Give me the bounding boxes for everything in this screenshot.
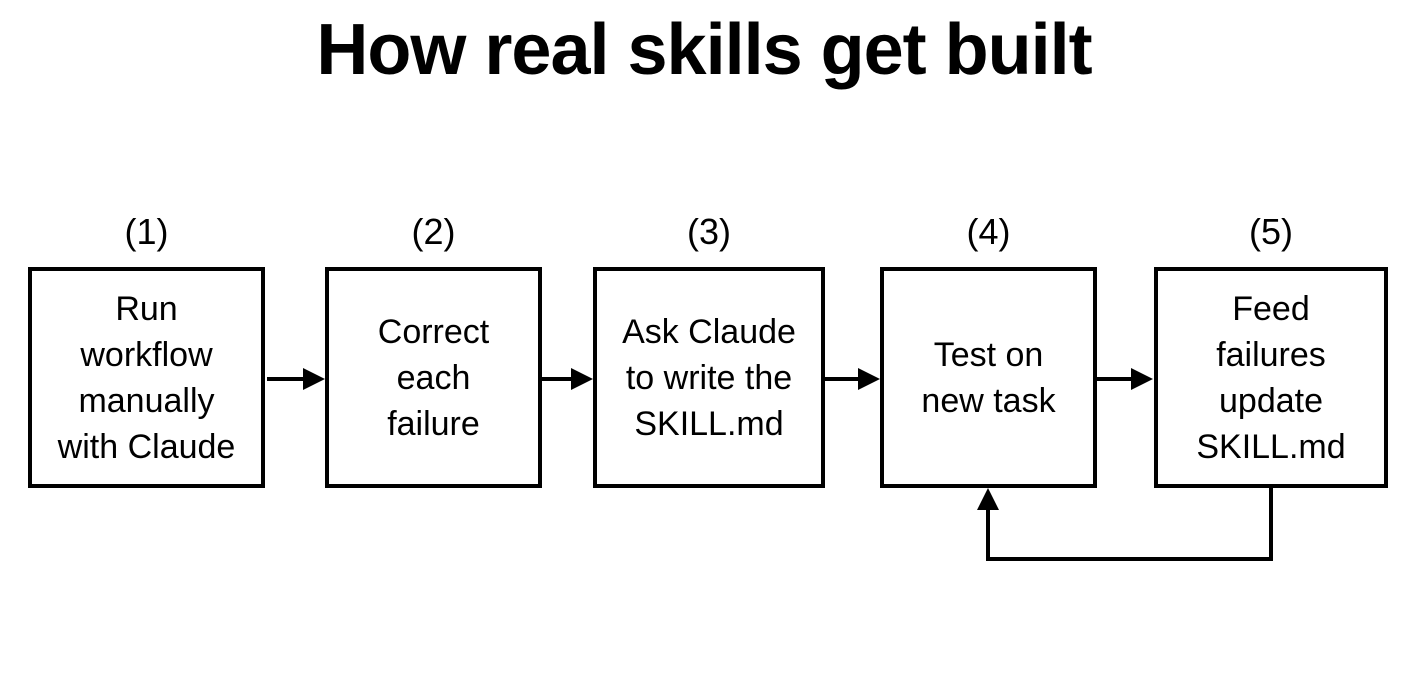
arrow-step1-step2-icon [267, 368, 325, 390]
arrow-step4-step5-icon [1097, 368, 1153, 390]
flow-box-label: Correct each failure [377, 312, 490, 443]
flow-box-correct-failure: Correct each failure [325, 267, 542, 488]
diagram-title: How real skills get built [316, 10, 1092, 90]
flow-box-run-workflow: Run workflow manually with Claude [28, 267, 265, 488]
flow-box-feed-failures: Feed failures update SKILL.md [1154, 267, 1388, 488]
step-number-2: (2) [411, 211, 456, 252]
flow-box-test-new-task: Test on new task [880, 267, 1097, 488]
step-number-4: (4) [966, 211, 1011, 252]
feedback-arrow-step5-step4-icon [977, 488, 1273, 561]
flow-box-label: Ask Claude to write the SKILL.md [622, 312, 796, 443]
arrow-step2-step3-icon [542, 368, 593, 390]
flow-box-label: Run workflow manually with Claude [57, 289, 236, 466]
flow-box-label: Test on new task [921, 335, 1056, 420]
step-number-1: (1) [124, 211, 169, 252]
step-number-3: (3) [687, 211, 731, 252]
arrow-step3-step4-icon [825, 368, 880, 390]
flow-box-write-skill-md: Ask Claude to write the SKILL.md [593, 267, 825, 488]
step-number-5: (5) [1249, 211, 1293, 252]
flow-box-label: Feed failures update SKILL.md [1196, 289, 1346, 466]
